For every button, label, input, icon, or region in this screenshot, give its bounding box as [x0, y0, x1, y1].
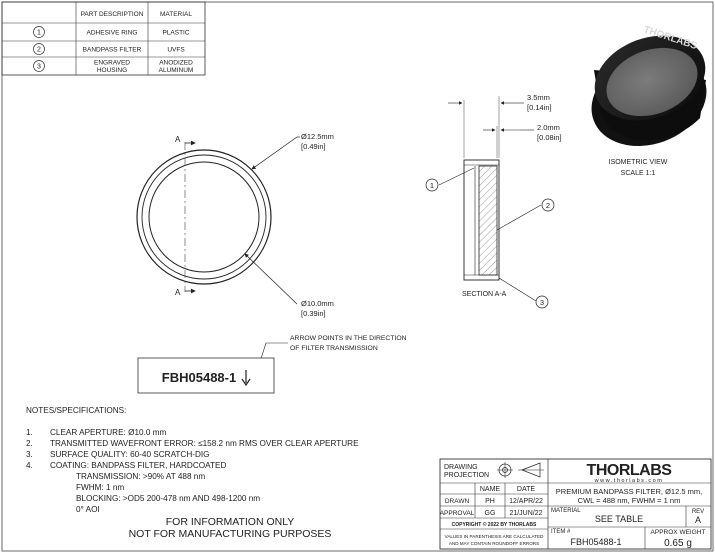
bom-item-1: 1 — [37, 30, 41, 37]
thickness-in: [0.14in] — [527, 103, 552, 112]
bom-header-material: MATERIAL — [160, 11, 192, 18]
projection-label-2: PROJECTION — [444, 472, 489, 479]
outer-ring-chamfer — [141, 154, 267, 280]
bom-item-2: 2 — [37, 47, 41, 54]
values-note-1: VALUES IN PARENTHESIS ARE CALCULATED — [445, 534, 544, 539]
note-sub-fwhm: FWHM: 1 nm — [76, 483, 125, 492]
note-item: 2.TRANSMITTED WAVEFRONT ERROR: ≤158.2 nm… — [26, 439, 359, 448]
outer-ring — [136, 149, 272, 285]
note-sub-aoi: 0° AOI — [76, 505, 100, 514]
note-item: 1.CLEAR APERTURE: Ø10.0 mm — [26, 428, 167, 437]
bom-material-3b: ALUMINUM — [159, 67, 194, 74]
section-marker-bottom: A — [175, 288, 181, 297]
disclaimer-line-1: FOR INFORMATION ONLY — [165, 516, 295, 528]
rev-label: REV — [692, 509, 704, 515]
item-label: ITEM # — [551, 529, 571, 535]
section-label: SECTION A-A — [462, 291, 507, 298]
callout-1: 1 — [430, 181, 434, 190]
isometric-view: THORLABS ISOMETRIC VIEW SCALE 1:1 — [591, 24, 707, 177]
approval-date: 21/JUN/22 — [509, 510, 542, 517]
weight-label: APPROX WEIGHT — [651, 529, 706, 536]
isometric-label: ISOMETRIC VIEW — [609, 159, 668, 166]
bom-desc-2: BANDPASS FILTER — [83, 47, 142, 54]
notes-section: NOTES/SPECIFICATIONS: 1.CLEAR APERTURE: … — [26, 405, 359, 515]
thickness-mm: 3.5mm — [527, 93, 550, 102]
engraving-box — [137, 357, 275, 394]
rev-value: A — [695, 515, 701, 525]
transmission-arrow-icon — [241, 378, 251, 387]
section-view: 3.5mm [0.14in] 2.0mm [0.08in] 1 2 3 SECT… — [425, 93, 562, 309]
col-date: DATE — [517, 486, 535, 493]
drawn-name: PH — [485, 498, 495, 505]
outer-diameter-in: [0.49in] — [301, 142, 326, 151]
projection-symbol-icon — [497, 462, 544, 478]
disclaimer-line-2: NOT FOR MANUFACTURING PURPOSES — [128, 528, 332, 540]
notes-title: NOTES/SPECIFICATIONS: — [26, 406, 127, 415]
outer-diameter-mm: Ø12.5mm — [301, 132, 334, 141]
bom-desc-1: ADHESIVE RING — [87, 30, 138, 37]
weight-value: 0.65 g — [664, 538, 692, 549]
drawn-label: DRAWN — [445, 498, 470, 505]
bom-material-1: PLASTIC — [162, 30, 189, 37]
clear-aperture-ring — [148, 161, 260, 273]
approval-name: GG — [485, 510, 496, 517]
engraving-note: ARROW POINTS IN THE DIRECTION OF FILTER … — [137, 335, 407, 394]
projection-label-1: DRAWING — [444, 464, 478, 471]
callout-2: 2 — [546, 201, 550, 210]
bom-material-2: UVFS — [167, 47, 185, 54]
callout-3: 3 — [540, 298, 544, 307]
title-block: DRAWING PROJECTION NAME DATE DRAWN PH 12… — [439, 458, 712, 550]
section-marker-top: A — [175, 135, 181, 144]
description-line-2: CWL = 488 nm, FWHM = 1 nm — [578, 496, 681, 505]
note-sub-blocking: BLOCKING: >OD5 200-478 nm AND 498-1200 n… — [76, 494, 261, 503]
filter-thickness-in: [0.08in] — [537, 133, 562, 142]
material-label: MATERIAL — [551, 508, 581, 514]
isometric-filter-glass — [606, 47, 698, 117]
inner-diameter-in: [0.39in] — [301, 309, 326, 318]
inner-diameter-mm: Ø10.0mm — [301, 299, 334, 308]
material-value: SEE TABLE — [595, 514, 643, 524]
engraving-note-line2: OF FILTER TRANSMISSION — [290, 345, 378, 352]
item-value: FBH05488-1 — [570, 537, 621, 547]
engraving-note-line1: ARROW POINTS IN THE DIRECTION — [290, 335, 407, 342]
values-note-2: AND MAY CONTAIN ROUNDOFF ERRORS — [449, 541, 539, 546]
filter-thickness-mm: 2.0mm — [537, 123, 560, 132]
bom-table: PART DESCRIPTION MATERIAL 1 ADHESIVE RIN… — [1, 1, 206, 76]
filter-section — [478, 165, 498, 276]
note-item: 3.SURFACE QUALITY: 60-40 SCRATCH-DIG — [26, 450, 210, 459]
copyright: COPYRIGHT © 2022 BY THORLABS — [452, 521, 537, 528]
thorlabs-website: www.thorlabs.com — [594, 478, 664, 484]
bom-header-description: PART DESCRIPTION — [81, 11, 144, 18]
isometric-scale: SCALE 1:1 — [621, 170, 656, 177]
disclaimer: FOR INFORMATION ONLY NOT FOR MANUFACTURI… — [110, 516, 350, 540]
note-item: 4.COATING: BANDPASS FILTER, HARDCOATED — [26, 461, 227, 470]
col-name: NAME — [480, 486, 501, 493]
thorlabs-logo: THORLABS — [587, 462, 673, 479]
approval-label: APPROVAL — [440, 510, 475, 517]
note-sub-transmission: TRANSMISSION: >90% AT 488 nm — [76, 472, 206, 481]
bom-desc-3a: ENGRAVED — [94, 60, 130, 67]
front-view: A A Ø12.5mm [0.49in] Ø10.0mm [0.39in] — [136, 132, 334, 318]
bom-desc-3b: HOUSING — [97, 67, 127, 74]
bom-material-3a: ANODIZED — [159, 60, 193, 67]
bom-item-3: 3 — [37, 64, 41, 71]
engraving-part-number: FBH05488-1 — [162, 370, 236, 385]
drawn-date: 12/APR/22 — [509, 498, 543, 505]
description-line-1: PREMIUM BANDPASS FILTER, Ø12.5 mm, — [556, 487, 702, 496]
